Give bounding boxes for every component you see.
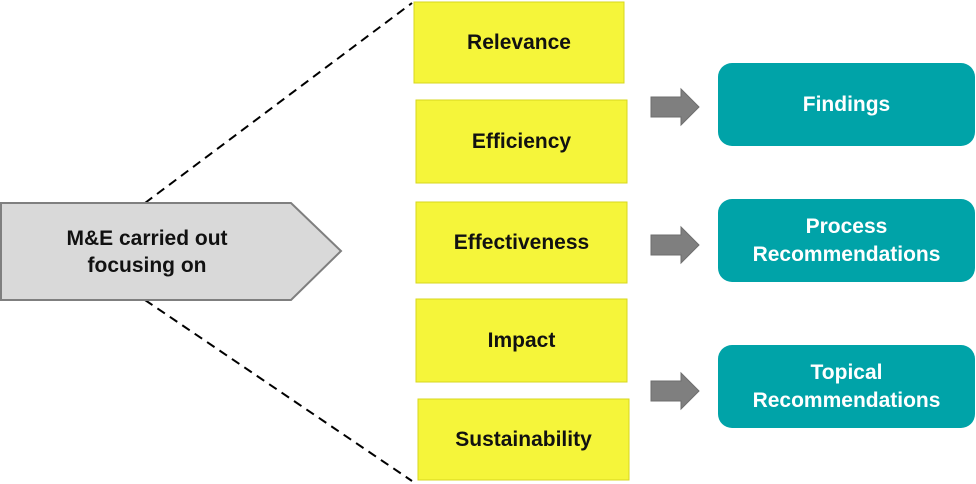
dashed-line-bottom [144, 299, 413, 482]
right-arrow-icon [650, 371, 700, 411]
right-arrow-icon [650, 87, 700, 127]
criterion-box-effectiveness [415, 201, 628, 284]
output-box-findings [718, 63, 975, 146]
right-arrow-icon [650, 225, 700, 265]
dashed-line-top [144, 2, 413, 204]
output-box-topical-recommendations [718, 345, 975, 428]
source-arrow-shape [0, 202, 343, 301]
output-box-process-recommendations [718, 199, 975, 282]
criterion-box-relevance [413, 1, 625, 84]
criterion-box-efficiency [415, 99, 628, 184]
criterion-box-impact [415, 298, 628, 383]
criterion-box-sustainability [417, 398, 630, 481]
